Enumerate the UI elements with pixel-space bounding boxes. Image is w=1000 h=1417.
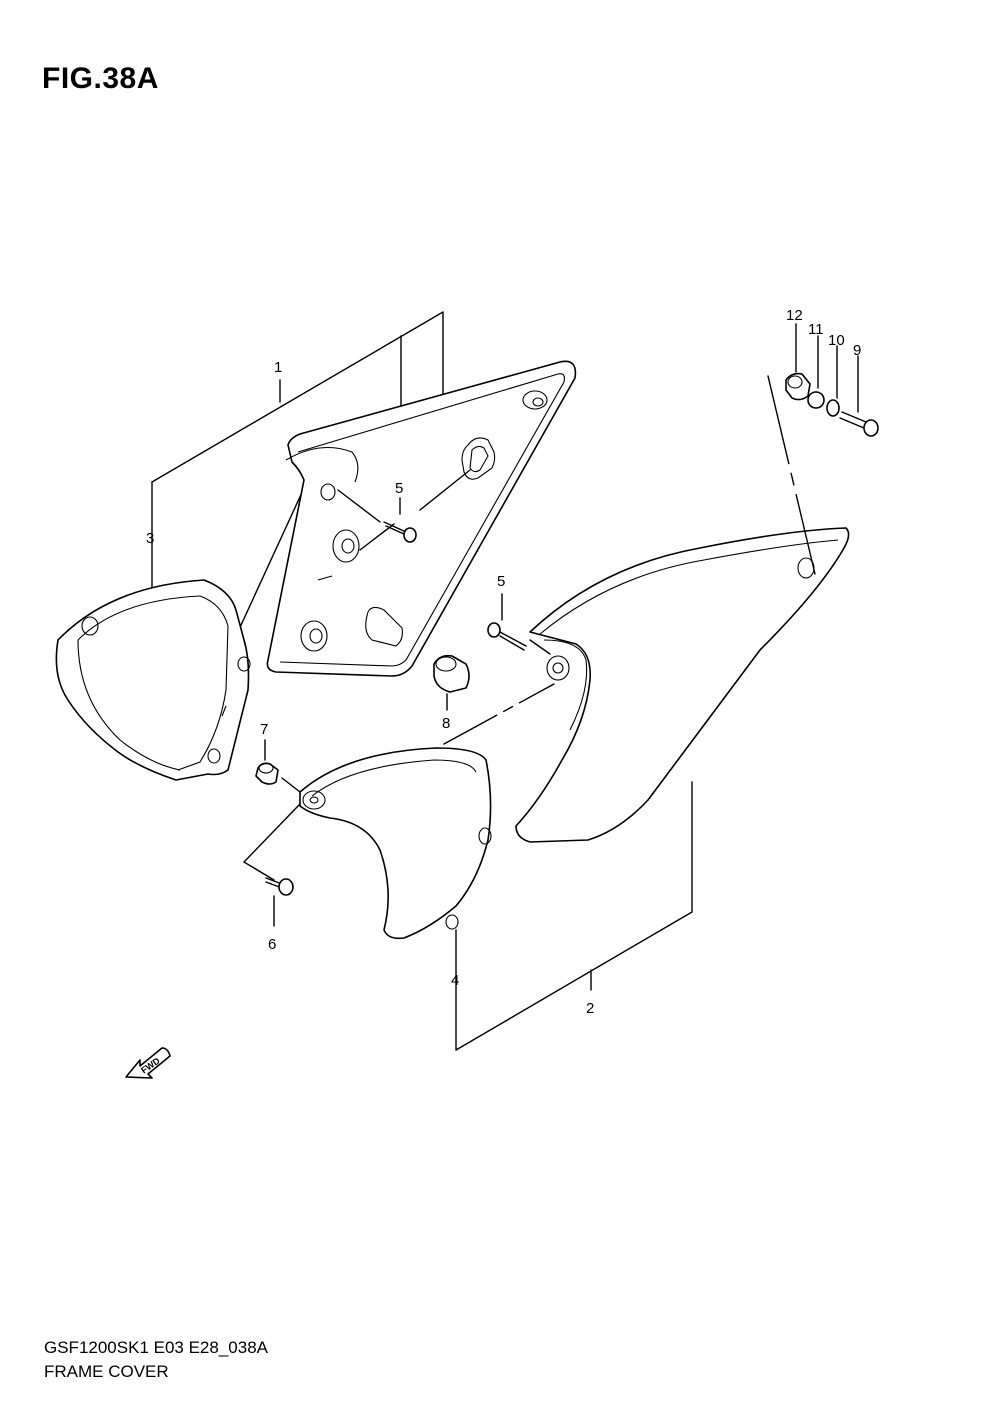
fwd-arrow-icon: FWD — [125, 1047, 171, 1079]
callout-5-upper: 5 — [395, 480, 403, 497]
callout-4: 4 — [451, 972, 459, 989]
diagram-code: GSF1200SK1 E03 E28_038A — [44, 1338, 268, 1357]
diagram-name: FRAME COVER — [44, 1362, 169, 1381]
frame-cover-right — [266, 360, 577, 677]
callout-7: 7 — [260, 721, 268, 738]
bracket-2 — [455, 781, 693, 1051]
front-cover-3 — [55, 579, 251, 781]
leader-5-upper — [337, 469, 471, 551]
screw-5-lower — [487, 593, 551, 655]
lower-cover-4 — [243, 683, 555, 940]
callout-2: 2 — [586, 1000, 594, 1017]
leader-9-12 — [767, 375, 816, 575]
screw-5-upper — [383, 521, 417, 543]
frame-cover-left — [515, 527, 850, 843]
callout-3: 3 — [146, 530, 154, 547]
callout-8: 8 — [442, 715, 450, 732]
screw-6 — [265, 877, 294, 927]
grommet-8 — [433, 654, 470, 711]
hardware-9-12 — [785, 323, 879, 437]
nut-7 — [255, 739, 301, 793]
callout-9: 9 — [853, 342, 861, 359]
figure-title: FIG.38A — [42, 62, 159, 95]
callout-5-lower: 5 — [497, 573, 505, 590]
callout-6: 6 — [268, 936, 276, 953]
callout-11: 11 — [808, 321, 824, 338]
callout-10: 10 — [828, 332, 845, 349]
callout-1: 1 — [274, 359, 282, 376]
callout-12: 12 — [786, 307, 803, 324]
